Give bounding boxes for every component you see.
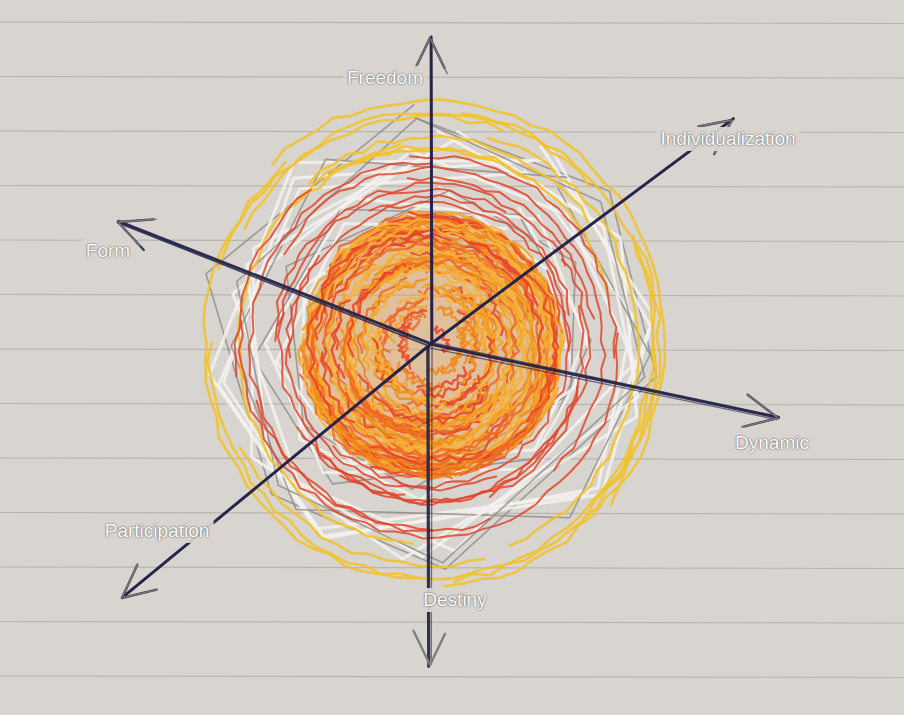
arrow-head	[430, 38, 447, 74]
axis-line	[431, 343, 433, 664]
paper-rule	[0, 77, 904, 79]
center-scribble	[411, 248, 496, 278]
axis-label: Participation	[101, 519, 214, 543]
center-scribble	[375, 254, 473, 276]
axis-line	[123, 343, 432, 597]
arrow-head	[414, 632, 430, 665]
yellow-ring	[309, 136, 588, 222]
paper-rule	[0, 186, 904, 188]
arrow-head	[698, 120, 732, 127]
axis-line	[431, 344, 779, 417]
red-ring	[286, 256, 496, 491]
center-scribble	[323, 245, 405, 376]
center-scribble	[365, 415, 465, 447]
arrow-head	[122, 590, 157, 598]
arrow-head	[118, 219, 156, 222]
axis-line	[117, 223, 429, 346]
yellow-ring	[239, 145, 413, 544]
arrow-head	[430, 634, 445, 665]
center-scribble	[458, 300, 487, 355]
yellow-ring	[273, 99, 665, 505]
arrow-head	[122, 564, 138, 598]
arrow-head	[748, 395, 778, 418]
center-scribble	[447, 376, 479, 405]
axis-label: Freedom	[343, 66, 427, 90]
arrow-head	[430, 635, 445, 665]
center-scribble	[333, 223, 382, 262]
axis-label: Form	[82, 239, 134, 263]
center-scribble	[388, 284, 415, 298]
axis-line	[431, 37, 433, 343]
paper-rule	[0, 22, 904, 24]
axis-line	[117, 223, 429, 346]
axis-line	[123, 343, 432, 597]
arrow-head	[122, 589, 158, 598]
center-scribble	[460, 377, 555, 475]
center-scribble	[358, 278, 406, 353]
arrow-head	[741, 418, 778, 427]
arrow-head	[748, 395, 778, 418]
axis-line	[432, 343, 779, 417]
axis-label: Destiny	[419, 588, 490, 612]
axis-line	[430, 120, 732, 345]
center-scribble	[326, 227, 469, 302]
center-scribble	[465, 326, 503, 408]
axis-label: Dynamic	[731, 431, 813, 455]
hexagon-stroke	[237, 118, 645, 563]
axis-line	[430, 37, 432, 343]
axis-line	[123, 344, 431, 597]
axis-line	[428, 346, 430, 666]
center-scribble	[457, 321, 469, 363]
axis-label: Individualization	[656, 127, 799, 151]
arrow-head	[699, 120, 732, 126]
center-scribble	[370, 436, 497, 465]
paper-rule	[0, 622, 904, 624]
center-scribble	[399, 310, 426, 329]
center-scribble	[299, 340, 341, 433]
axis-line	[430, 37, 434, 343]
center-scribble	[307, 268, 340, 416]
yellow-ring	[455, 114, 654, 582]
center-scribble	[377, 219, 515, 258]
center-scribble	[468, 325, 474, 349]
axis-line	[119, 221, 431, 344]
center-scribble	[487, 273, 527, 419]
axis-line	[428, 347, 777, 419]
center-scribble	[349, 376, 410, 427]
axis-line	[431, 119, 733, 344]
paper-rule	[0, 676, 904, 678]
arrow-head	[413, 630, 430, 665]
